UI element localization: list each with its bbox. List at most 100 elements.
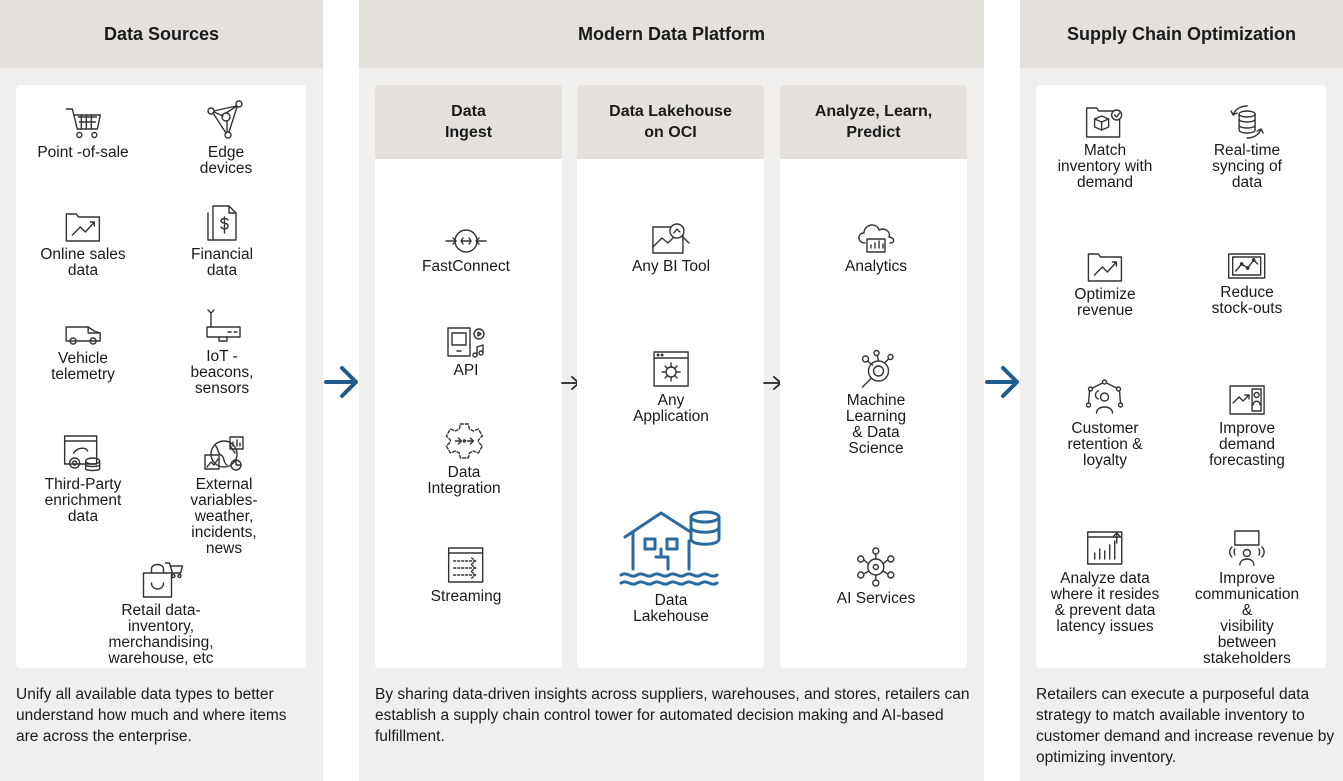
revenue-chart-icon [1087,253,1122,282]
customer-retention-item: Customer retention & loyalty [1067,379,1143,469]
demand-forecasting-label: Improve demand forecasting [1209,420,1285,469]
machine-learning-label: Machine Learning & Data Science [845,392,907,457]
big-arrow-right-icon [324,366,358,398]
optimize-revenue-label: Optimize revenue [1074,286,1136,319]
ai-services-item: AI Services [837,547,915,607]
ai-services-icon [857,547,895,587]
iot-item: IoT - beacons, sensors [180,309,264,397]
modern-data-platform-column: Modern Data Platform Data Ingest FastCon… [359,0,984,781]
network-nodes-icon [207,100,243,139]
improve-communication-item: Improve communication & visibility betwe… [1195,529,1299,667]
retail-data-label: Retail data-inventory, merchandising, wa… [108,602,214,667]
third-party-label: Third-Party enrichment data [44,476,122,525]
api-device-icon [447,327,485,358]
reduce-stockouts-label: Reduce stock-outs [1211,284,1283,317]
analyze-learn-predict-title: Analyze, Learn, Predict [780,85,967,159]
data-lakehouse-panel: Data Lakehouse on OCI Any BI Tool Any Ap… [577,85,764,668]
third-party-item: Third-Party enrichment data [44,433,122,525]
online-sales-label: Online sales data [40,246,126,279]
data-lakehouse-label: Data Lakehouse [633,592,709,625]
inventory-folder-icon [1086,107,1123,138]
shopping-bag-cart-icon [142,562,183,598]
data-lakehouse-icon [619,510,721,586]
streaming-item: Streaming [430,545,502,605]
any-bi-tool-item: Any BI Tool [632,221,710,275]
vehicle-telemetry-label: Vehicle telemetry [51,350,115,383]
shopping-cart-icon [65,108,101,139]
point-of-sale-label: Point -of-sale [37,144,129,161]
platform-description: By sharing data-driven insights across s… [375,686,970,745]
router-icon [206,309,241,342]
customer-retention-label: Customer retention & loyalty [1067,420,1143,469]
machine-learning-icon [861,349,894,388]
real-time-syncing-item: Real-time syncing of data [1212,105,1282,191]
demand-forecasting-item: Improve demand forecasting [1209,383,1285,469]
point-of-sale-item: Point -of-sale [37,105,129,161]
analytics-label: Analytics [844,258,908,275]
data-sources-column: Data Sources Point -of-sale Edge devices… [0,0,323,781]
data-integration-item: Data Integration [427,421,501,497]
api-item: API [445,325,487,379]
modern-data-platform-title: Modern Data Platform [359,0,984,68]
iot-label: IoT - beacons, sensors [190,348,254,397]
financial-document-icon [207,205,237,241]
bi-tool-icon [652,223,690,254]
analyze-data-item: Analyze data where it resides & prevent … [1050,529,1160,635]
supply-chain-optimization-column: Supply Chain Optimization Match inventor… [1020,0,1343,781]
improve-communication-label: Improve communication & visibility betwe… [1194,570,1300,667]
reduce-stockouts-item: Reduce stock-outs [1211,251,1283,317]
edge-devices-label: Edge devices [199,144,253,177]
financial-data-label: Financial data [190,246,254,279]
external-variables-item: External variables- weather, incidents, … [183,435,265,557]
tablet-chart-icon [1228,253,1266,279]
api-label: API [453,362,479,379]
data-ingest-title: Data Ingest [375,85,562,159]
edge-devices-item: Edge devices [186,99,266,177]
presenter-icon [1229,530,1265,566]
any-application-item: Any Application [633,349,709,425]
supply-chain-optimization-title: Supply Chain Optimization [1020,0,1343,68]
big-arrow-right-icon [985,366,1019,398]
retail-data-item: Retail data-inventory, merchandising, wa… [89,559,234,667]
application-gear-icon [653,351,689,387]
analyze-learn-predict-panel: Analyze, Learn, Predict Analytics Machin… [780,85,967,668]
match-inventory-label: Match inventory with demand [1057,142,1153,191]
settings-database-icon [64,435,101,472]
data-sources-card: Point -of-sale Edge devices Online sales… [16,85,306,668]
fastconnect-label: FastConnect [422,258,510,275]
sales-chart-icon [65,213,100,242]
van-icon [65,326,101,345]
data-integration-label: Data Integration [427,464,501,497]
external-variables-label: External variables- weather, incidents, … [190,476,258,557]
data-sources-description: Unify all available data types to better… [16,686,287,745]
optimization-description: Retailers can execute a purposeful data … [1036,686,1335,766]
streaming-label: Streaming [430,588,502,605]
sync-database-icon [1230,105,1264,139]
globe-chart-icon [204,436,244,471]
data-sources-title: Data Sources [0,0,323,68]
vehicle-telemetry-item: Vehicle telemetry [51,321,115,383]
machine-learning-item: Machine Learning & Data Science [831,349,922,457]
match-inventory-item: Match inventory with demand [1057,105,1153,191]
online-sales-item: Online sales data [40,209,126,279]
fastconnect-item: FastConnect [422,227,510,275]
any-application-label: Any Application [633,392,709,425]
optimize-revenue-item: Optimize revenue [1074,249,1136,319]
data-lakehouse-title: Data Lakehouse on OCI [577,85,764,159]
bar-chart-window-icon [1087,531,1123,565]
cloud-analytics-icon [858,224,895,253]
analytics-item: Analytics [845,219,907,275]
real-time-syncing-label: Real-time syncing of data [1212,142,1282,191]
any-bi-tool-label: Any BI Tool [631,258,711,275]
forecast-board-icon [1229,385,1265,415]
analyze-data-label: Analyze data where it resides & prevent … [1050,570,1160,635]
streaming-icon [448,547,484,583]
data-integration-gear-icon [445,423,483,459]
data-lakehouse-item: Data Lakehouse [619,507,723,625]
ai-services-label: AI Services [836,590,916,607]
supply-chain-card: Match inventory with demand Real-time sy… [1036,85,1326,668]
customer-network-icon [1086,379,1124,414]
fastconnect-icon [445,229,487,253]
financial-data-item: Financial data [191,203,253,279]
data-ingest-panel: Data Ingest FastConnect API Data Integra… [375,85,562,668]
